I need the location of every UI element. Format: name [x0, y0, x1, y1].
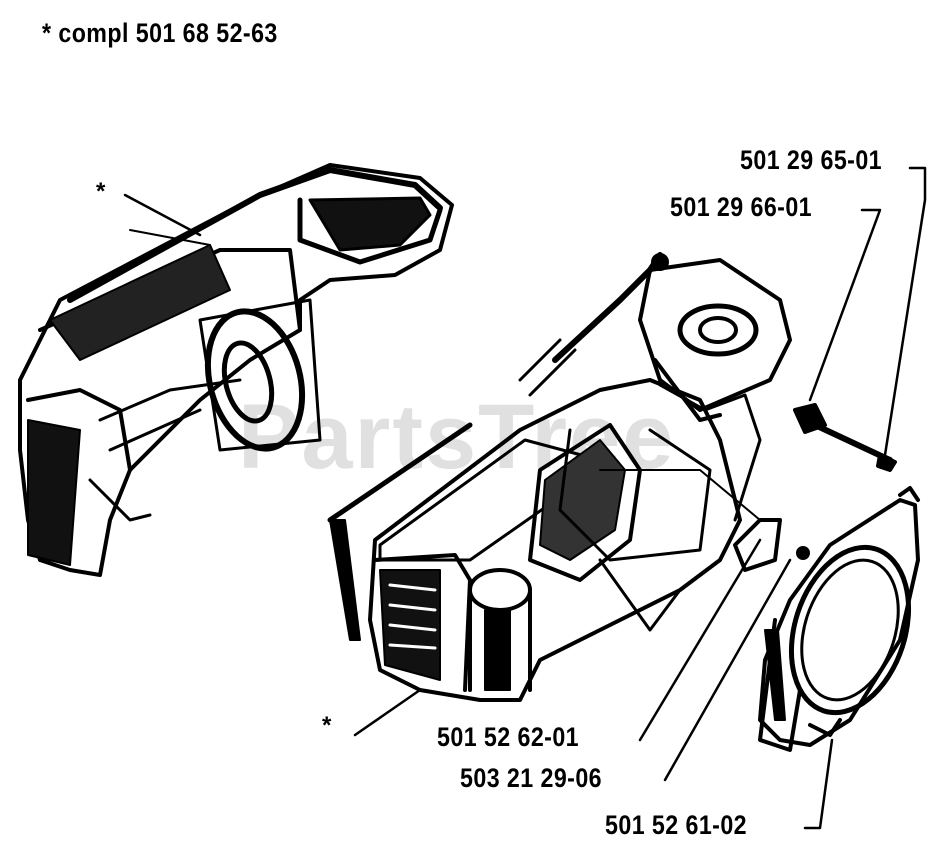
asterisk-marker-left: *: [96, 178, 106, 205]
part-label-503-21-29-06: 503 21 29-06: [460, 763, 603, 793]
right-cover-plate: [758, 486, 920, 752]
leader-lines: [123, 166, 927, 830]
assembly-number: * compl 501 68 52-63: [42, 18, 278, 48]
left-crankcase-half: [18, 163, 454, 577]
bolt-assembly: [793, 403, 897, 560]
part-label-501-52-61-02: 501 52 61-02: [605, 810, 748, 840]
part-label-501-52-62-01: 501 52 62-01: [437, 722, 580, 752]
center-crankcase-half: [327, 252, 792, 702]
asterisk-marker-bottom: *: [322, 712, 332, 739]
part-label-501-29-66-01: 501 29 66-01: [670, 192, 813, 222]
part-label-501-29-65-01: 501 29 65-01: [740, 145, 883, 175]
